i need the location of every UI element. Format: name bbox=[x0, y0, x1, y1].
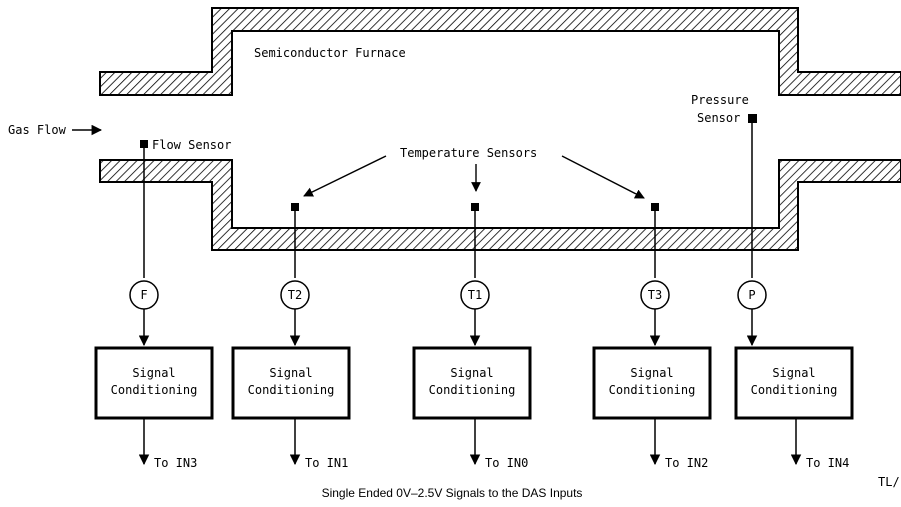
channel-p-output: To IN4 bbox=[806, 456, 849, 470]
channel-p-conditioning-box bbox=[734, 346, 854, 420]
channel-t2: T2 Signal Conditioning To IN1 bbox=[231, 211, 351, 470]
furnace-label: Semiconductor Furnace bbox=[254, 46, 406, 60]
pressure-sensor-marker bbox=[748, 114, 757, 123]
pressure-sensor-label-line1: Pressure bbox=[691, 93, 749, 107]
channel-t3-output: To IN2 bbox=[665, 456, 708, 470]
channel-p-box-line2: Conditioning bbox=[751, 383, 838, 397]
channel-p: P Signal Conditioning To IN4 bbox=[734, 123, 854, 470]
figure-corner-tag: TL/ bbox=[878, 475, 900, 489]
channel-f-conditioning-box bbox=[94, 346, 214, 420]
channel-t1-conditioning-box bbox=[412, 346, 532, 420]
pressure-sensor-label-line2: Sensor bbox=[697, 111, 740, 125]
temp-callout-arrow-left bbox=[303, 155, 387, 197]
channel-p-id: P bbox=[748, 288, 755, 302]
gas-flow-label: Gas Flow bbox=[8, 123, 67, 137]
channel-t3-id: T3 bbox=[648, 288, 662, 302]
channel-t2-box-line1: Signal bbox=[269, 366, 312, 380]
temp-callout-arrow-right bbox=[561, 155, 645, 199]
channel-f-id: F bbox=[140, 288, 147, 302]
flow-sensor-label: Flow Sensor bbox=[152, 138, 231, 152]
temp-sensor-t3-marker bbox=[651, 203, 659, 211]
temp-sensor-t2-marker bbox=[291, 203, 299, 211]
channel-t2-box-line2: Conditioning bbox=[248, 383, 335, 397]
furnace-bottom-wall bbox=[99, 159, 901, 251]
diagram-caption: Single Ended 0V–2.5V Signals to the DAS … bbox=[322, 486, 583, 500]
channel-f: F Signal Conditioning To IN3 bbox=[94, 148, 214, 470]
channel-t1-output: To IN0 bbox=[485, 456, 528, 470]
channel-t2-id: T2 bbox=[288, 288, 302, 302]
channel-t1-box-line2: Conditioning bbox=[429, 383, 516, 397]
channel-p-box-line1: Signal bbox=[772, 366, 815, 380]
channel-t1-box-line1: Signal bbox=[450, 366, 493, 380]
temp-sensor-t1-marker bbox=[471, 203, 479, 211]
channel-f-box-line1: Signal bbox=[132, 366, 175, 380]
furnace-tube bbox=[99, 7, 901, 251]
channel-t3-conditioning-box bbox=[592, 346, 712, 420]
channel-t1: T1 Signal Conditioning To IN0 bbox=[412, 211, 532, 470]
channel-f-output: To IN3 bbox=[154, 456, 197, 470]
channel-t3: T3 Signal Conditioning To IN2 bbox=[592, 211, 712, 470]
flow-sensor-marker bbox=[140, 140, 148, 148]
channel-t2-output: To IN1 bbox=[305, 456, 348, 470]
furnace-top-wall bbox=[99, 7, 901, 96]
temperature-sensors-label: Temperature Sensors bbox=[400, 146, 537, 160]
channel-t3-box-line2: Conditioning bbox=[609, 383, 696, 397]
channel-t3-box-line1: Signal bbox=[630, 366, 673, 380]
channel-t1-id: T1 bbox=[468, 288, 482, 302]
channel-f-box-line2: Conditioning bbox=[111, 383, 198, 397]
channel-t2-conditioning-box bbox=[231, 346, 351, 420]
